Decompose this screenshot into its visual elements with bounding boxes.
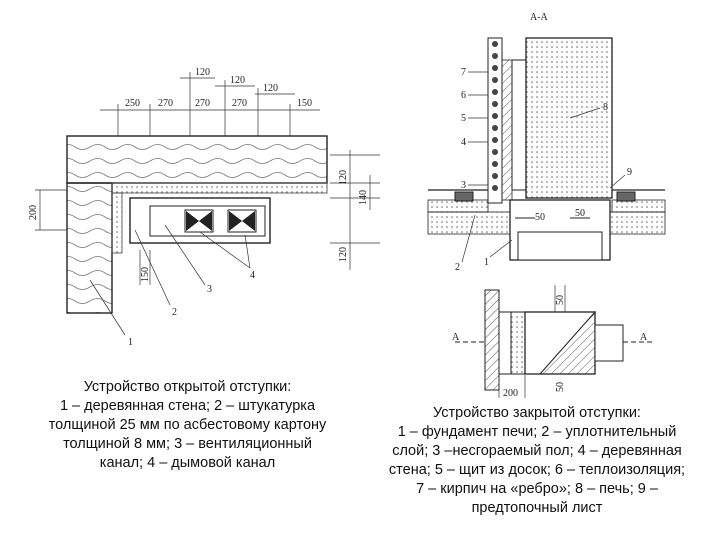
dim-offset-2: 120 (230, 75, 245, 86)
smoke-channel-1 (184, 209, 214, 233)
plaster-layer-vertical (111, 192, 123, 254)
dim-top-1: 250 (125, 98, 140, 109)
plan-dim-200: 200 (503, 388, 518, 399)
right-callout-3: 3 (461, 180, 466, 191)
oven-body (525, 37, 613, 199)
plaster-layer (111, 182, 328, 194)
dim-50-a: 50 (535, 212, 545, 223)
left-caption-line-3: толщиной 8 мм; 3 – вентиляционный (63, 436, 312, 452)
section-title: А-А (530, 12, 549, 23)
right-caption-title: Устройство закрытой отступки: (433, 405, 641, 421)
right-callout-7: 7 (461, 67, 466, 78)
right-caption-line-3: стена; 5 – щит из досок; 6 – теплоизоляц… (388, 462, 686, 478)
dim-top-2: 270 (158, 98, 173, 109)
right-caption-line-1: 1 – фундамент печи; 2 – уплотнительный (397, 424, 677, 440)
right-callout-1: 1 (484, 257, 489, 268)
closed-offset-plan: А А 50 50 200 (452, 285, 655, 399)
right-callout-2: 2 (455, 262, 460, 273)
floor-right (611, 199, 666, 213)
dim-bottom: 150 (140, 267, 151, 282)
right-callout-8: 8 (603, 102, 608, 113)
callout-1: 1 (128, 337, 133, 348)
dim-offset-1: 120 (195, 67, 210, 78)
dim-offset-3: 120 (263, 83, 278, 94)
callout-4: 4 (250, 270, 255, 281)
insulation-layer (501, 59, 513, 201)
right-caption-line-4: 7 – кирпич на «ребро»; 8 – печь; 9 – (416, 481, 658, 497)
dim-right-2: 140 (358, 190, 369, 205)
right-callout-4: 4 (461, 137, 466, 148)
right-callout-6: 6 (461, 90, 466, 101)
wooden-wall-horizontal (66, 135, 328, 184)
left-caption-title: Устройство открытой отступки: (83, 379, 292, 395)
left-caption-line-4: канал; 4 – дымовой канал (99, 455, 276, 471)
dim-right-1: 120 (338, 170, 349, 185)
plan-label-a-left: А (452, 332, 460, 343)
left-caption-line-2: толщиной 25 мм по асбестовому картону (48, 417, 327, 433)
dim-top-5: 150 (297, 98, 312, 109)
dim-left: 200 (28, 205, 39, 220)
dim-right-3: 120 (338, 247, 349, 262)
closed-offset-section: А-А 50 50 (427, 12, 666, 273)
plan-dim-50-top: 50 (555, 295, 566, 305)
left-caption: Устройство открытой отступки: 1 – деревя… (20, 378, 355, 473)
dim-50-b: 50 (575, 208, 585, 219)
callout-3: 3 (207, 284, 212, 295)
right-caption: Устройство закрытой отступки: 1 – фундам… (362, 404, 712, 518)
dim-top-3: 270 (195, 98, 210, 109)
right-caption-line-5: предтопочный лист (471, 500, 603, 516)
board-shield (511, 59, 527, 191)
wooden-wall-vertical (66, 182, 113, 314)
right-caption-line-2: слой; 3 –несгораемый пол; 4 – деревянная (392, 443, 682, 459)
floor-left (427, 199, 489, 213)
left-caption-line-1: 1 – деревянная стена; 2 – штукатурка (59, 398, 316, 414)
right-callout-5: 5 (461, 113, 466, 124)
plan-label-a-right: А (640, 332, 648, 343)
dim-top-4: 270 (232, 98, 247, 109)
open-offset-plan: 250 270 270 270 150 120 120 120 120 140 … (28, 67, 380, 348)
right-callout-9: 9 (627, 167, 632, 178)
smoke-channel-2 (227, 209, 257, 233)
brick-on-edge-column (487, 37, 503, 204)
plan-dim-50-bottom: 50 (555, 382, 566, 392)
callout-2: 2 (172, 307, 177, 318)
